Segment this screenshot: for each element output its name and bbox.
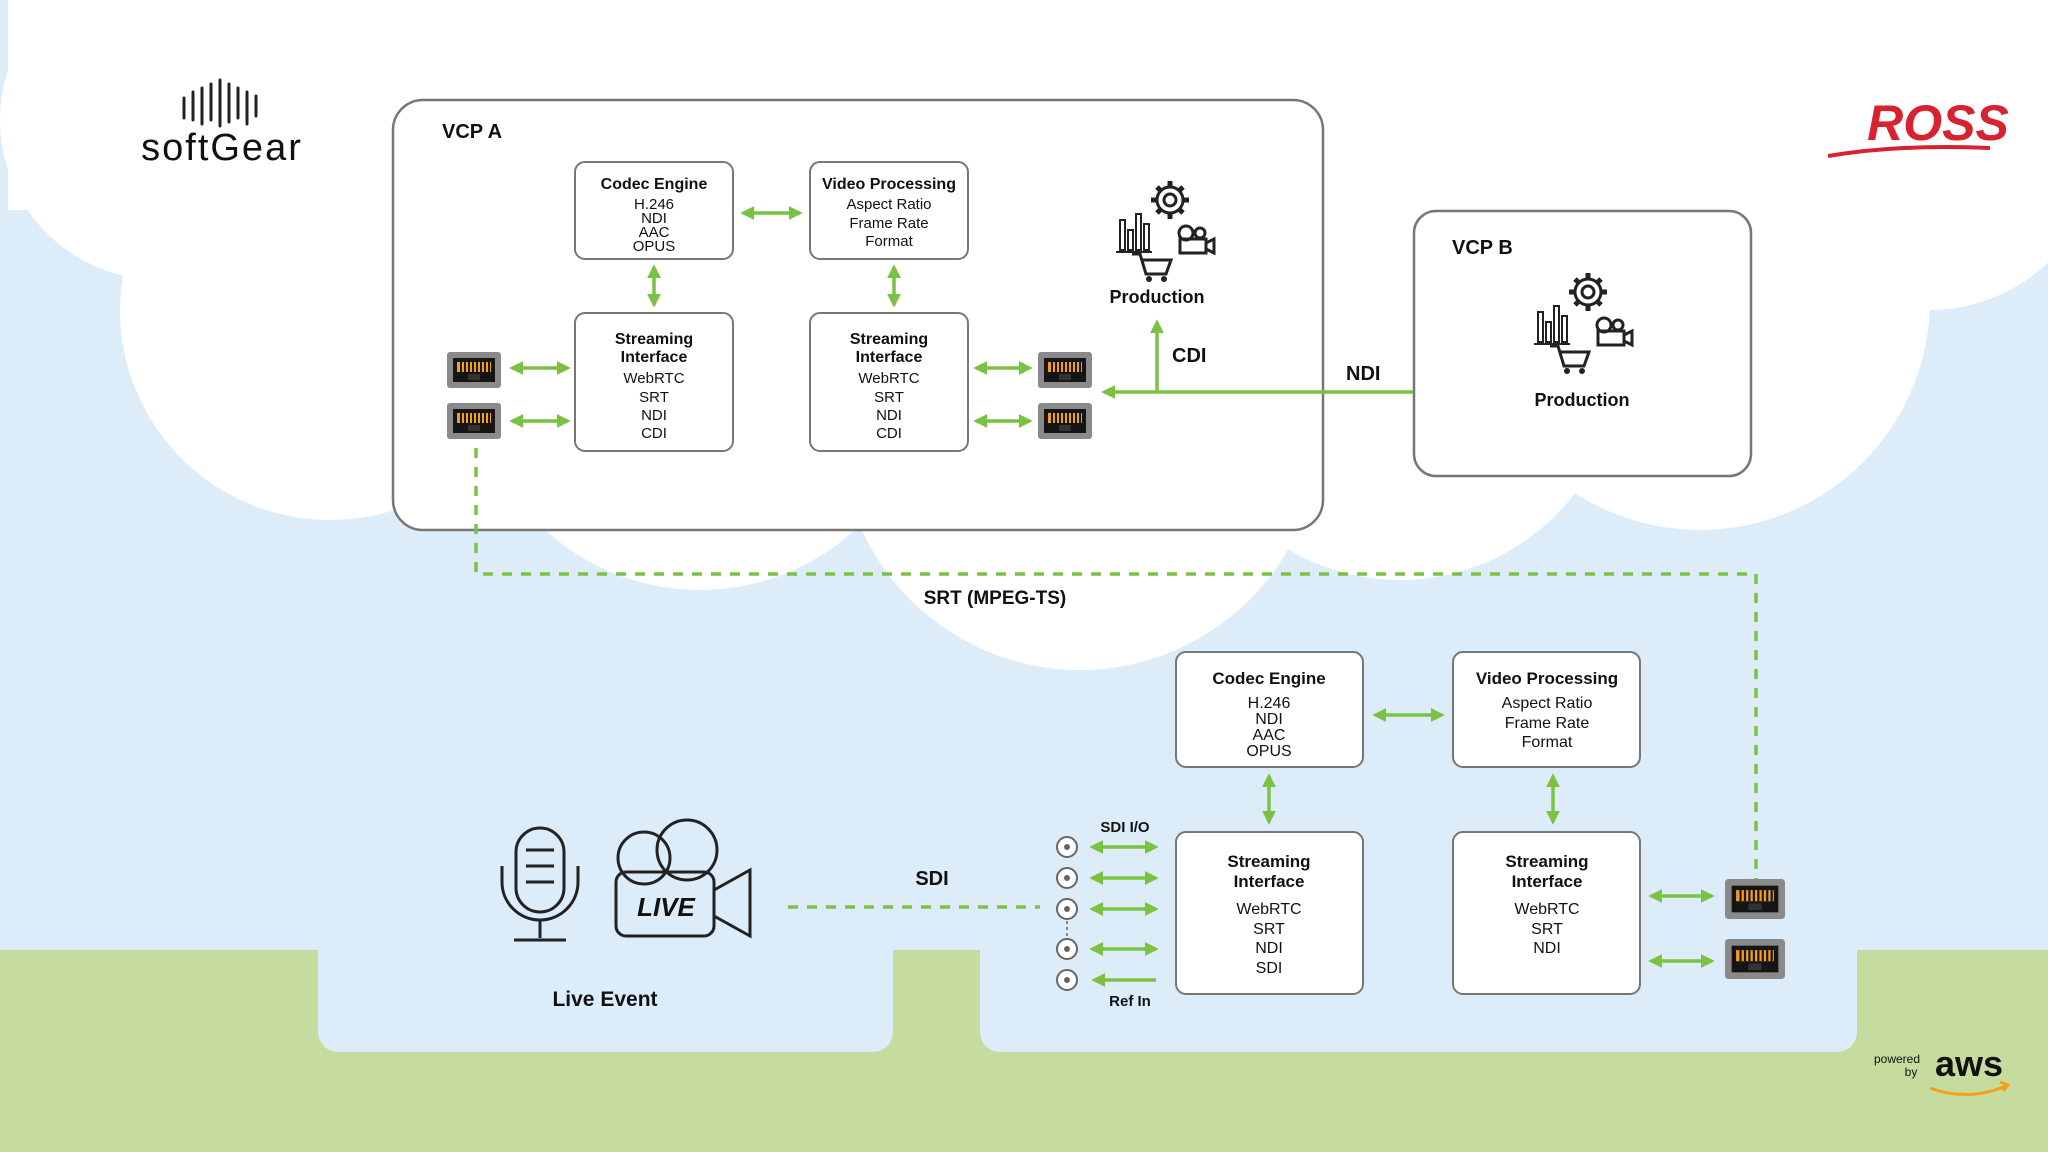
vcp-a-stream-left-item: SRT <box>639 389 669 406</box>
edge-arrows <box>1089 708 1715 987</box>
vcp-a-stream-right-title: Streaming <box>850 331 928 348</box>
live-event-panel <box>318 930 893 1052</box>
aws-wordmark: aws <box>1935 1043 2003 1084</box>
network-port-icon <box>1038 352 1092 388</box>
edge-stream-right-item: SRT <box>1531 921 1563 938</box>
vcp-a-stream-left-title: Interface <box>621 349 688 366</box>
edge-video-item: Frame Rate <box>1505 715 1590 732</box>
vcp-a-video-item: Frame Rate <box>849 215 928 232</box>
vcp-b-production-label: Production <box>1535 390 1630 410</box>
video-camera-icon <box>614 818 752 939</box>
edge-codec-item: H.246 <box>1248 695 1291 712</box>
edge-stream-left-item: WebRTC <box>1236 901 1301 918</box>
softgear-wordmark: softGear <box>141 127 303 169</box>
sdi-connector-icon <box>1056 938 1078 960</box>
edge-codec-box <box>1175 651 1364 768</box>
microphone-icon <box>500 826 580 942</box>
vcp-a-codec-item: AAC <box>639 224 670 241</box>
sdi-connector-icon <box>1056 898 1078 920</box>
ross-logo: ROSS <box>1827 95 2009 158</box>
vcp-a-video-title: Video Processing <box>822 176 956 193</box>
vcp-a-production-label: Production <box>1110 287 1205 307</box>
cdi-link-label: CDI <box>1172 345 1206 367</box>
vcp-a-video-item: Format <box>865 233 913 250</box>
edge-stream-left-item: SDI <box>1256 960 1283 977</box>
powered-by-line: by <box>1905 1065 1918 1079</box>
srt-link-line <box>474 448 1758 880</box>
powered-by-line: powered <box>1874 1052 1920 1066</box>
edge-codec-item: NDI <box>1255 711 1283 728</box>
network-port-icon <box>447 352 501 388</box>
vcp-a-stream-left-item: CDI <box>641 425 667 442</box>
edge-codec-item: AAC <box>1253 727 1286 744</box>
vcp-b-title: VCP B <box>1452 237 1513 259</box>
vcp-a-codec-item: H.246 <box>634 196 674 213</box>
edge-stream-left-item: NDI <box>1255 940 1283 957</box>
edge-video-item: Aspect Ratio <box>1502 695 1593 712</box>
vcp-a-stream-left-item: NDI <box>641 407 667 424</box>
edge-stream-right-title: Interface <box>1512 872 1583 891</box>
edge-stream-left-item: SRT <box>1253 921 1285 938</box>
vcp-a-stream-left-box <box>574 312 734 452</box>
vcp-a-video-box <box>809 161 969 260</box>
aws-badge: powered by aws <box>1874 1043 2011 1097</box>
live-event-label: Live Event <box>552 988 657 1011</box>
network-port-icon <box>1724 879 1786 919</box>
vcp-a-stream-left-item: WebRTC <box>623 370 684 387</box>
ndi-link-label: NDI <box>1346 363 1380 385</box>
edge-stream-left-title: Streaming <box>1227 852 1310 871</box>
live-badge: LIVE <box>637 892 695 922</box>
vcp-a-stream-right-title: Interface <box>856 349 923 366</box>
srt-link-label: SRT (MPEG-TS) <box>924 588 1067 609</box>
edge-video-title: Video Processing <box>1476 669 1618 688</box>
vcp-a-video-item: Aspect Ratio <box>846 196 931 213</box>
vcp-a-codec-box <box>574 161 734 260</box>
vcp-b-container <box>1412 209 1753 478</box>
vcp-a-codec-item: OPUS <box>633 238 676 255</box>
network-port-icon <box>447 403 501 439</box>
sdi-connector-icon <box>1056 969 1078 991</box>
network-port-icon <box>1724 939 1786 979</box>
vcp-a-title: VCP A <box>442 121 502 143</box>
vcp-a-stream-left-title: Streaming <box>615 331 693 348</box>
edge-stream-left-box <box>1175 831 1364 995</box>
vcp-a-stream-right-box <box>809 312 969 452</box>
sdi-link-label: SDI <box>915 868 948 890</box>
edge-video-item: Format <box>1522 734 1573 751</box>
vcp-a-stream-right-item: WebRTC <box>858 370 919 387</box>
vcp-a-codec-title: Codec Engine <box>601 176 708 193</box>
vcp-a-codec-item: NDI <box>641 210 667 227</box>
softgear-logo: softGear <box>141 78 303 169</box>
edge-stream-right-title: Streaming <box>1505 852 1588 871</box>
edge-stream-right-item: NDI <box>1533 940 1561 957</box>
sdi-connector-icon <box>1056 836 1078 858</box>
vcp-a-stream-right-item: SRT <box>874 389 904 406</box>
edge-codec-title: Codec Engine <box>1212 669 1325 688</box>
edge-stream-right-box <box>1452 831 1641 995</box>
edge-codec-item: OPUS <box>1246 743 1291 760</box>
edge-stream-left-title: Interface <box>1234 872 1305 891</box>
ref-in-label: Ref In <box>1109 993 1151 1010</box>
edge-video-box <box>1452 651 1641 768</box>
ross-wordmark: ROSS <box>1867 95 2009 151</box>
edge-stream-right-item: WebRTC <box>1514 901 1579 918</box>
network-port-icon <box>1038 403 1092 439</box>
vcp-a-stream-right-item: NDI <box>876 407 902 424</box>
sdi-io-label: SDI I/O <box>1100 819 1150 836</box>
sdi-connector-icon <box>1056 867 1078 889</box>
vcp-a-stream-right-item: CDI <box>876 425 902 442</box>
